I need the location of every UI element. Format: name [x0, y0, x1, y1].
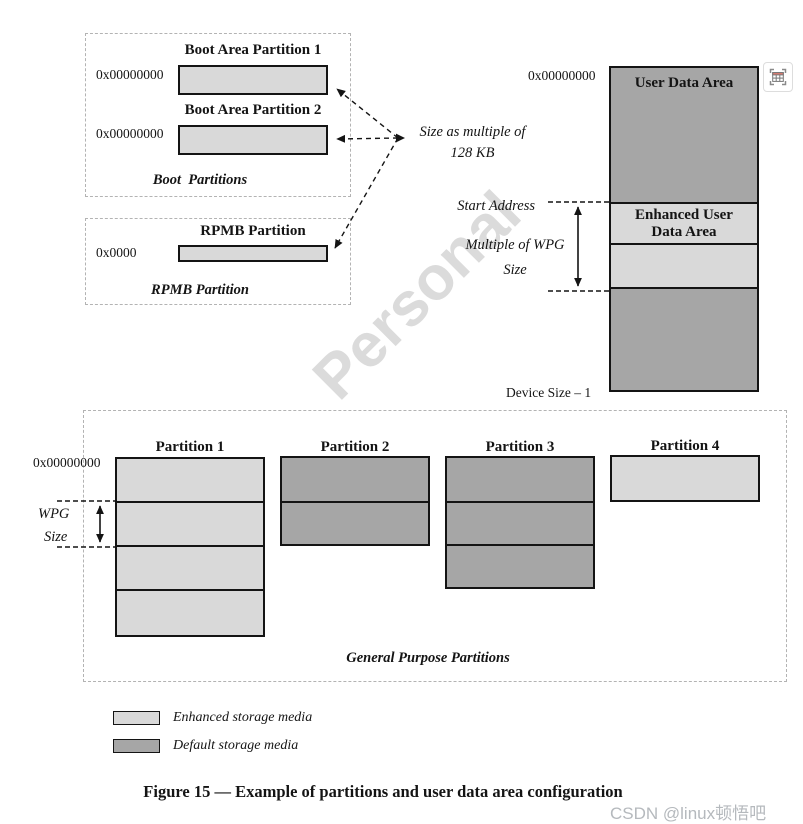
partition-4-title: Partition 4 — [650, 438, 720, 454]
user-data-tail-section — [611, 287, 757, 390]
legend-swatch-enhanced — [113, 711, 160, 725]
partition-segment — [612, 457, 758, 500]
partition-segment — [447, 501, 593, 544]
partition-segment — [117, 501, 263, 545]
user-data-area-title: User Data Area — [634, 75, 734, 91]
user-data-address-top: 0x00000000 — [528, 68, 596, 83]
rpmb-partition-bar — [178, 245, 328, 262]
csdn-watermark: CSDN @linux顿悟吧 — [610, 804, 767, 823]
partition-1-title: Partition 1 — [155, 439, 225, 455]
expand-table-button[interactable] — [763, 62, 793, 92]
general-purpose-box — [83, 410, 787, 682]
start-address-label: Start Address — [457, 198, 535, 214]
partition-4-column — [610, 455, 760, 502]
enhanced-user-data-section: Enhanced User Data Area — [611, 202, 757, 243]
rpmb-partition-address: 0x0000 — [96, 245, 137, 260]
wpg-note-line2: Size — [503, 262, 527, 278]
size-note-line1: Size as multiple of — [419, 124, 526, 140]
partition-2-title: Partition 2 — [320, 439, 390, 455]
legend-swatch-default — [113, 739, 160, 753]
partition-segment — [282, 501, 428, 544]
partition-segment — [447, 458, 593, 501]
rpmb-partition-title: RPMB Partition — [200, 223, 306, 239]
partition-2-column — [280, 456, 430, 546]
device-size-label: Device Size – 1 — [506, 385, 592, 400]
enhanced-extent-section — [611, 243, 757, 287]
user-data-section: User Data Area — [611, 68, 757, 202]
partition-segment — [117, 459, 263, 501]
partition-3-column — [445, 456, 595, 589]
boot-partition-2-bar — [178, 125, 328, 155]
enhanced-user-data-title: Enhanced User Data Area — [635, 206, 733, 240]
gpp-address-top: 0x00000000 — [33, 455, 101, 470]
general-purpose-group-label: General Purpose Partitions — [346, 650, 510, 666]
boot-partition-2-title: Boot Area Partition 2 — [184, 102, 322, 118]
rpmb-group-label: RPMB Partition — [151, 282, 249, 298]
partition-3-title: Partition 3 — [485, 439, 555, 455]
expand-table-icon — [769, 68, 787, 86]
boot-partitions-group-label: Boot Partitions — [152, 172, 248, 188]
partition-segment — [447, 544, 593, 587]
user-data-column: User Data Area Enhanced User Data Area — [609, 66, 759, 392]
partition-segment — [117, 589, 263, 635]
partition-1-column — [115, 457, 265, 637]
wpg-size-label: Size — [44, 529, 68, 545]
boot-partition-1-bar — [178, 65, 328, 95]
size-note-line2: 128 KB — [450, 145, 495, 161]
boot-partition-2-address: 0x00000000 — [96, 126, 164, 141]
partition-segment — [282, 458, 428, 501]
boot-partition-1-title: Boot Area Partition 1 — [184, 42, 322, 58]
legend-label-default: Default storage media — [173, 738, 299, 753]
wpg-label: WPG — [38, 506, 70, 522]
partition-segment — [117, 545, 263, 589]
boot-partition-1-address: 0x00000000 — [96, 67, 164, 82]
rpmb-partition-box — [85, 218, 351, 305]
legend-label-enhanced: Enhanced storage media — [173, 710, 313, 725]
figure-caption: Figure 15 — Example of partitions and us… — [143, 782, 623, 801]
wpg-note-line1: Multiple of WPG — [465, 237, 565, 253]
